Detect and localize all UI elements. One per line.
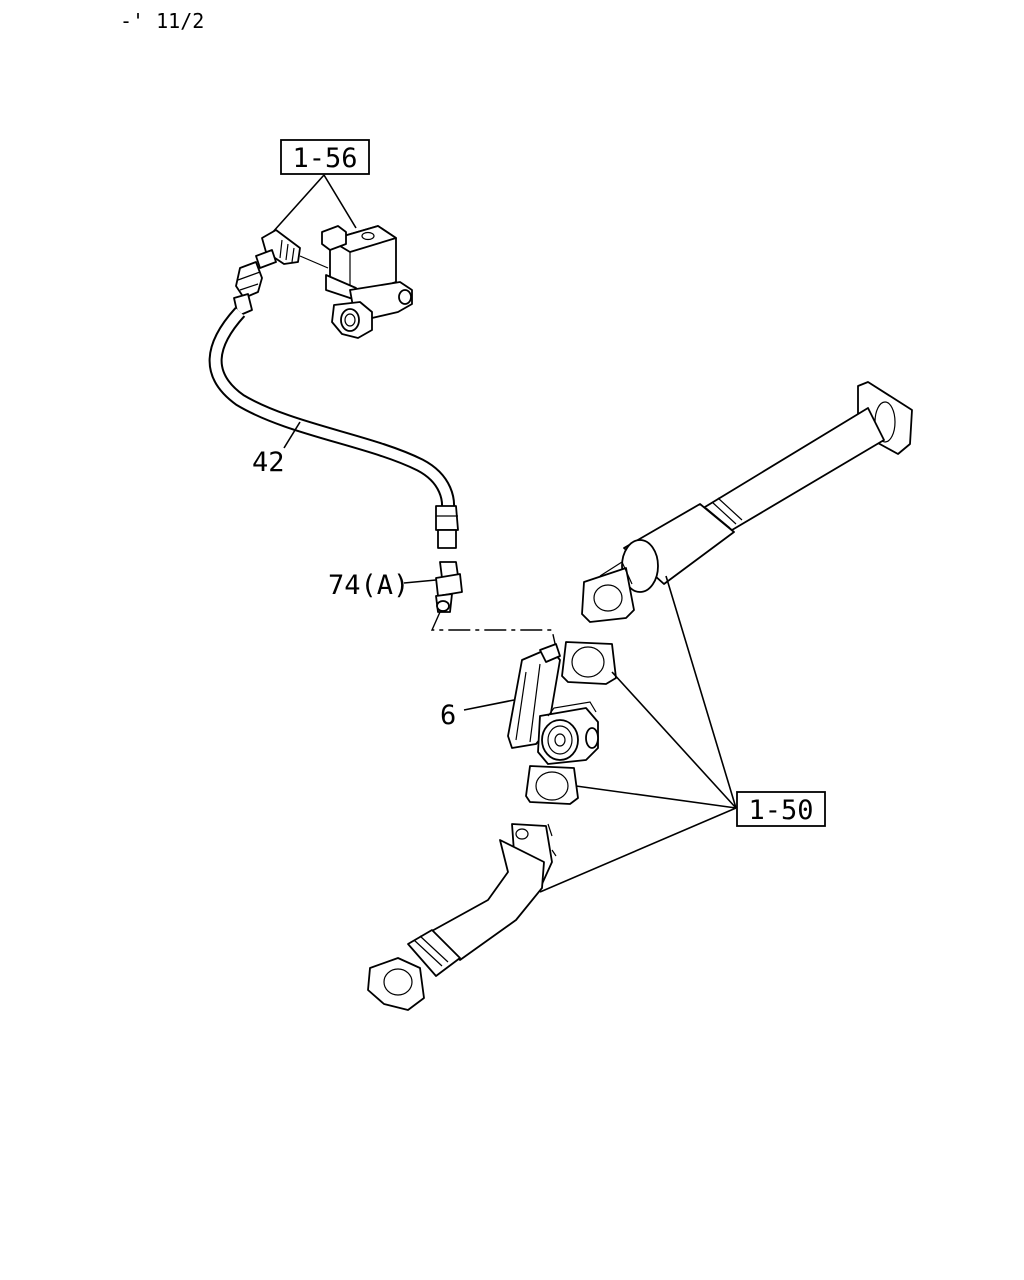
solenoid-valve (321, 225, 413, 339)
leader-1-56 (271, 174, 357, 234)
header-code: -' 11/2 (120, 9, 204, 33)
leader-42 (283, 421, 301, 449)
exhaust-pipe-lower (367, 823, 557, 1011)
gasket-upper (561, 641, 617, 685)
ref-box-1-50[interactable]: 1-50 (736, 791, 826, 827)
ref-label-1-50: 1-50 (748, 795, 813, 826)
ref-box-1-56[interactable]: 1-56 (280, 139, 370, 175)
exhaust-pipe-upper (581, 381, 913, 623)
leaders-1-50 (539, 575, 737, 893)
leader-74a (403, 579, 437, 584)
item-6-label[interactable]: 6 (440, 700, 456, 731)
gasket-lower (525, 765, 579, 805)
item-74a-label[interactable]: 74(A) (328, 570, 409, 601)
connector-74a (435, 561, 463, 613)
item-42-label[interactable]: 42 (252, 447, 285, 478)
exhaust-brake-valve-6 (507, 643, 599, 765)
ref-label-1-56: 1-56 (292, 143, 357, 174)
leader-6 (463, 699, 515, 711)
assembly-line (430, 611, 557, 649)
hose-42 (208, 261, 459, 549)
elbow-connector (255, 229, 329, 269)
